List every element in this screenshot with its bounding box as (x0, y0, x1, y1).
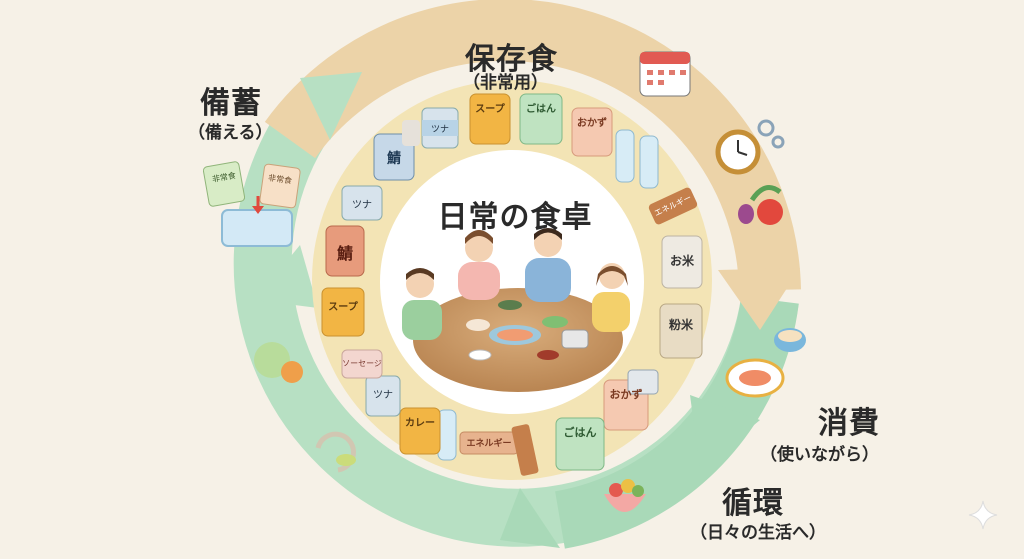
cycle-arrows (255, 72, 800, 548)
item-tuna-bottom: ツナ (373, 390, 393, 401)
consume-title: 消費 (818, 406, 880, 441)
item-soup-top: スープ (475, 104, 505, 115)
fruit-bowl-icon (604, 479, 646, 512)
item-powdered-rice: 粉米 (668, 318, 693, 332)
item-okazu-top: おかず (577, 118, 607, 129)
person-boy (402, 268, 442, 340)
calendar-icon (639, 51, 691, 97)
cycle-title: 循環 (722, 486, 784, 521)
storage-title: 保存食 (465, 42, 558, 77)
item-tuna-top: ツナ (430, 125, 449, 135)
person-girl (592, 263, 630, 332)
cycle-subtitle: （日々の生活へ） (690, 523, 826, 543)
item-okazu-bottom: おかず (609, 388, 643, 401)
item-rice-bottom: ごはん (563, 426, 597, 439)
item-rice-bag: お米 (669, 254, 694, 268)
recycle-icon (315, 431, 356, 473)
clock-icon (715, 129, 761, 175)
sparkle-icon (968, 500, 998, 530)
family-members (402, 228, 630, 340)
meal-plate-icon (725, 328, 806, 398)
stock-title: 備蓄 (200, 86, 262, 121)
cabbage-icon (254, 342, 303, 383)
item-sausage: ソーセージ (342, 359, 382, 368)
item-energy-bottom: エネルギー (466, 439, 512, 449)
arrow-consume (690, 395, 760, 470)
stock-subtitle: （備える） (188, 123, 273, 143)
item-soup-left: スープ (328, 302, 358, 313)
item-mackerel-left: 鯖 (336, 244, 353, 263)
item-curry: カレー (405, 418, 435, 429)
storage-subtitle: （非常用） (463, 73, 548, 93)
person-father (525, 228, 571, 302)
center-title: 日常の食卓 (437, 200, 593, 235)
vegetable-icon (738, 185, 783, 225)
arrow-left (255, 245, 318, 308)
food-items (321, 93, 703, 476)
item-rice-top: ごはん (526, 104, 556, 115)
arrow-storage (718, 268, 800, 330)
gear-icon (757, 119, 785, 149)
item-mackerel-top: 鯖 (387, 151, 401, 167)
arrow-cycle (500, 488, 560, 548)
container-icon (202, 161, 301, 247)
item-tuna-left: ツナ (352, 200, 372, 211)
arrow-stock (300, 72, 362, 140)
person-mother (458, 230, 500, 300)
table-dishes (466, 300, 589, 361)
consume-subtitle: （使いながら） (760, 445, 879, 465)
